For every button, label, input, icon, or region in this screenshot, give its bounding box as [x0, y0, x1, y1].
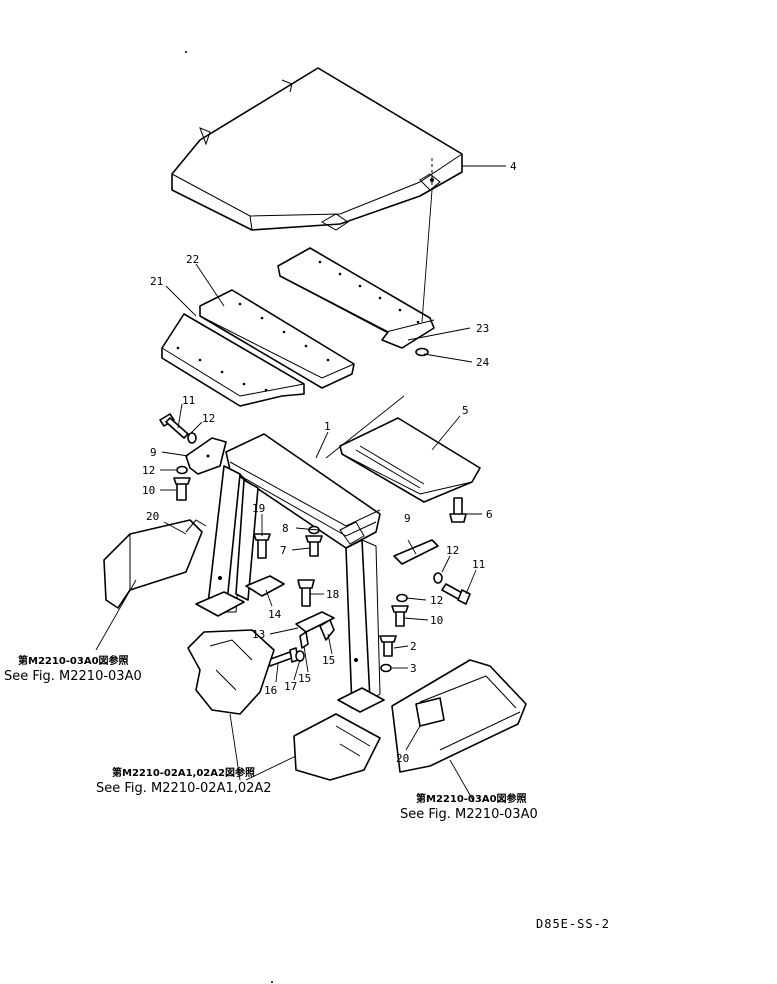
callout-2: 2 — [410, 640, 417, 653]
main-frame-part-1 — [195, 433, 385, 713]
bracket-part-9-right — [393, 539, 439, 565]
bolt-part-10-left — [173, 477, 191, 501]
callout-11-left: 11 — [182, 394, 195, 407]
bolt-part-6 — [449, 497, 467, 523]
callout-9-right: 9 — [404, 512, 411, 525]
callout-9-left: 9 — [150, 446, 157, 459]
bolt-part-2 — [379, 635, 397, 657]
washer-part-3 — [380, 663, 392, 673]
callout-16: 16 — [264, 684, 277, 697]
callout-10-left: 10 — [142, 484, 155, 497]
callout-18: 18 — [326, 588, 339, 601]
callout-22: 22 — [186, 253, 199, 266]
reference-right[interactable]: 第M2210-03A0図参照 See Fig. M2210-03A0 — [400, 792, 538, 822]
callout-10-right: 10 — [430, 614, 443, 627]
callout-3: 3 — [410, 662, 417, 675]
callout-21: 21 — [150, 275, 163, 288]
washer-part-12-left — [176, 465, 188, 475]
plate-part-14 — [245, 575, 285, 597]
callout-labels: 4 23 24 22 21 11 12 9 12 10 20 1 5 6 19 … — [142, 160, 517, 765]
callout-8: 8 — [282, 522, 289, 535]
washer-part-12-upper-right — [433, 572, 443, 584]
callout-20-left: 20 — [146, 510, 159, 523]
bolt-part-11-right — [441, 583, 471, 605]
callout-23: 23 — [476, 322, 489, 335]
reference-center-en: See Fig. M2210-02A1,02A2 — [96, 781, 272, 796]
reference-right-en: See Fig. M2210-03A0 — [400, 807, 538, 822]
reference-center[interactable]: 第M2210-02A1,02A2図参照 See Fig. M2210-02A1,… — [96, 766, 272, 796]
callout-24: 24 — [476, 356, 490, 369]
strip-plate-part-23 — [277, 247, 435, 349]
callout-13: 13 — [252, 628, 265, 641]
referenced-assembly-center-upper — [187, 629, 275, 715]
bolt-part-11-left — [159, 413, 189, 439]
callout-14: 14 — [268, 608, 282, 621]
washer-part-12-upper-left — [187, 432, 197, 444]
callout-6: 6 — [486, 508, 493, 521]
callout-12-upper-right: 12 — [446, 544, 459, 557]
referenced-assembly-center-lower — [293, 713, 381, 781]
callout-12-left: 12 — [142, 464, 155, 477]
callout-12-upper-left: 12 — [202, 412, 215, 425]
callout-17: 17 — [284, 680, 297, 693]
callout-11-right: 11 — [472, 558, 485, 571]
leader-lines — [95, 165, 506, 803]
fender-assembly-right — [391, 659, 527, 773]
bolt-part-18 — [297, 579, 315, 607]
tray-part-5 — [339, 417, 481, 503]
drawing-code: D85E-SS-2 — [536, 917, 610, 931]
reference-left-en: See Fig. M2210-03A0 — [4, 669, 142, 684]
callout-15-a: 15 — [322, 654, 335, 667]
plate-part-21 — [161, 313, 305, 407]
callout-1: 1 — [324, 420, 331, 433]
reference-left[interactable]: 第M2210-03A0図参照 See Fig. M2210-03A0 — [4, 654, 142, 684]
callout-20-right: 20 — [396, 752, 409, 765]
callout-12-right: 12 — [430, 594, 443, 607]
callout-4: 4 — [510, 160, 517, 173]
side-cover-part-20-left — [103, 519, 207, 609]
callout-15-second: 15 — [298, 672, 311, 685]
bolt-part-10-right — [391, 605, 409, 627]
callout-5: 5 — [462, 404, 469, 417]
callout-19: 19 — [252, 502, 265, 515]
plate-part-22 — [199, 289, 355, 389]
washer-part-17 — [295, 650, 305, 662]
reference-left-jp: 第M2210-03A0図参照 — [18, 654, 129, 667]
reference-center-jp: 第M2210-02A1,02A2図参照 — [112, 766, 255, 779]
plate-part-13 — [295, 611, 335, 633]
callout-7: 7 — [280, 544, 287, 557]
bolt-part-7 — [305, 535, 323, 557]
washer-part-12-right — [396, 593, 408, 603]
clip-part-15 — [299, 619, 335, 649]
cover-plate-part-4 — [171, 67, 463, 231]
reference-right-jp: 第M2210-03A0図参照 — [416, 792, 527, 805]
bracket-part-9-left — [185, 437, 227, 475]
bolt-part-19 — [253, 533, 271, 559]
